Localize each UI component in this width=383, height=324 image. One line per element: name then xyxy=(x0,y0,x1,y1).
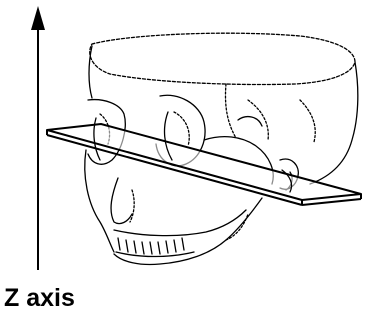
z-axis-label: Z axis xyxy=(4,286,75,311)
z-axis-arrow xyxy=(31,6,45,270)
